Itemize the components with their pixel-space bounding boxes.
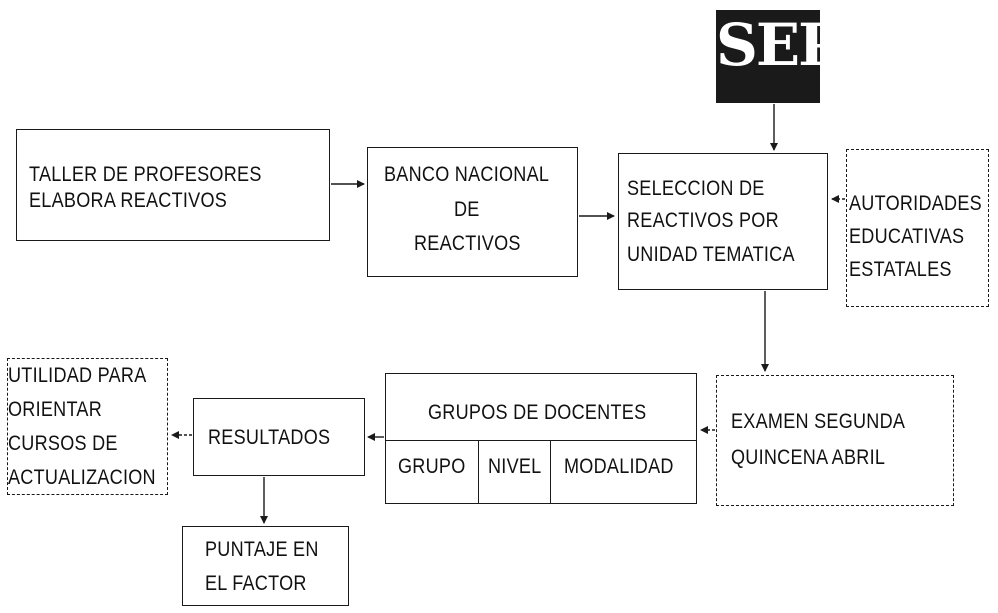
node-puntaje-line-2: EL FACTOR xyxy=(205,572,307,595)
node-banco-line-2: DE xyxy=(454,198,480,221)
node-autoridades-line-2: EDUCATIVAS xyxy=(849,225,965,248)
node-grupos: GRUPOS DE DOCENTES GRUPO NIVEL MODALIDAD xyxy=(385,373,697,504)
grupos-cell-grupo: GRUPO xyxy=(398,455,466,478)
node-autoridades-line-3: ESTATALES xyxy=(849,258,952,281)
node-banco: BANCO NACIONAL DE REACTIVOS xyxy=(367,147,578,277)
node-utilidad-line-4: ACTUALIZACION xyxy=(8,466,156,489)
node-taller: TALLER DE PROFESORES ELABORA REACTIVOS xyxy=(16,129,330,241)
node-examen-line-1: EXAMEN SEGUNDA xyxy=(731,410,906,433)
node-banco-line-3: REACTIVOS xyxy=(414,232,521,255)
grupos-cell-divider-2 xyxy=(550,440,551,503)
node-puntaje-line-1: PUNTAJE EN xyxy=(205,538,319,561)
node-seleccion-line-2: REACTIVOS POR xyxy=(627,209,779,232)
grupos-cell-modalidad: MODALIDAD xyxy=(564,455,674,478)
node-examen-line-2: QUINCENA ABRIL xyxy=(731,446,886,469)
node-utilidad: UTILIDAD PARA ORIENTAR CURSOS DE ACTUALI… xyxy=(7,358,168,495)
node-taller-line-1: TALLER DE PROFESORES xyxy=(29,163,262,186)
grupos-cell-nivel: NIVEL xyxy=(488,455,542,478)
node-banco-line-1: BANCO NACIONAL xyxy=(384,163,550,186)
node-puntaje: PUNTAJE EN EL FACTOR xyxy=(182,526,349,606)
node-grupos-divider xyxy=(386,440,696,441)
node-utilidad-line-1: UTILIDAD PARA xyxy=(8,364,147,387)
node-seleccion: SELECCION DE REACTIVOS POR UNIDAD TEMATI… xyxy=(618,153,828,290)
node-examen: EXAMEN SEGUNDA QUINCENA ABRIL xyxy=(716,375,954,506)
node-seleccion-line-1: SELECCION DE xyxy=(627,177,765,200)
node-autoridades: AUTORIDADES EDUCATIVAS ESTATALES xyxy=(846,149,989,307)
node-utilidad-line-3: CURSOS DE xyxy=(8,432,118,455)
node-seleccion-line-3: UNIDAD TEMATICA xyxy=(627,243,795,266)
node-autoridades-line-1: AUTORIDADES xyxy=(849,192,982,215)
node-resultados: RESULTADOS xyxy=(193,398,365,476)
node-grupos-title: GRUPOS DE DOCENTES xyxy=(428,401,647,424)
node-resultados-line-1: RESULTADOS xyxy=(208,426,331,449)
node-taller-line-2: ELABORA REACTIVOS xyxy=(29,189,228,212)
node-utilidad-line-2: ORIENTAR xyxy=(8,398,103,421)
grupos-cell-divider-1 xyxy=(478,440,479,503)
